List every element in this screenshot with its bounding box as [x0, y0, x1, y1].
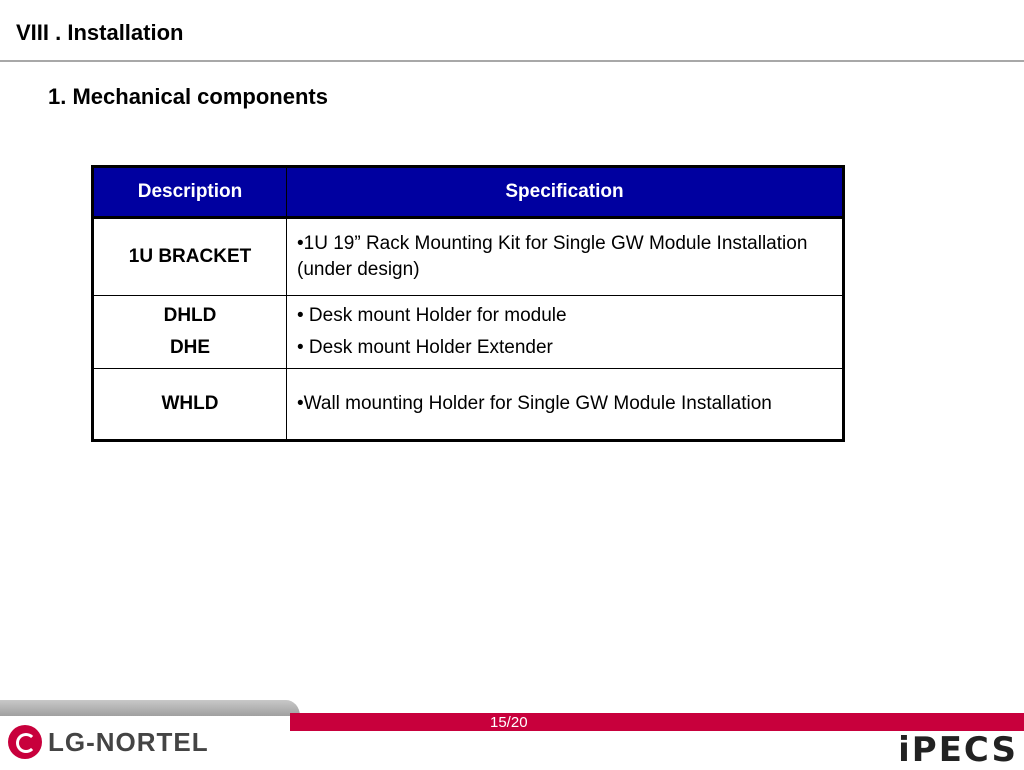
- table-row: WHLD •Wall mounting Holder for Single GW…: [92, 368, 844, 441]
- footer-red-bar: [290, 713, 1024, 731]
- description-cell: WHLD: [92, 368, 287, 441]
- specification-cell: •1U 19” Rack Mounting Kit for Single GW …: [286, 217, 844, 296]
- specification-text: •1U 19” Rack Mounting Kit for Single GW …: [297, 233, 808, 280]
- title-rule: [0, 60, 1024, 62]
- specification-cell: •Wall mounting Holder for Single GW Modu…: [286, 368, 844, 441]
- specification-text: • Desk mount Holder Extender: [297, 337, 553, 358]
- section-title: VIII . Installation: [16, 20, 184, 45]
- specification-text: •Wall mounting Holder for Single GW Modu…: [297, 393, 772, 414]
- ipecs-logo: iPECS: [898, 730, 1018, 770]
- description-cell: 1U BRACKET: [92, 217, 287, 296]
- header-specification: Specification: [286, 166, 844, 219]
- description-text: DHE: [169, 337, 211, 358]
- specification-text: • Desk mount Holder for module: [297, 305, 567, 326]
- lg-logo-icon: [8, 725, 42, 759]
- description-text: 1U BRACKET: [128, 246, 252, 267]
- subtitle: 1. Mechanical components: [48, 84, 328, 109]
- description-text: WHLD: [161, 393, 219, 414]
- table-header-row: Description Specification: [92, 166, 844, 219]
- description-text: DHLD: [163, 305, 217, 326]
- description-cell: DHLD DHE: [92, 295, 287, 369]
- specification-cell: • Desk mount Holder for module • Desk mo…: [286, 295, 844, 369]
- lg-nortel-logo-text: LG-NORTEL: [48, 726, 209, 757]
- footer-gray-bar: [0, 700, 300, 716]
- spec-table: Description Specification 1U BRACKET •1U…: [91, 165, 845, 442]
- header-description: Description: [92, 166, 287, 219]
- table-row: DHLD DHE • Desk mount Holder for module …: [92, 295, 844, 369]
- page-number: 15/20: [490, 714, 528, 731]
- table-row: 1U BRACKET •1U 19” Rack Mounting Kit for…: [92, 217, 844, 296]
- lg-nortel-logo: LG-NORTEL: [8, 722, 209, 762]
